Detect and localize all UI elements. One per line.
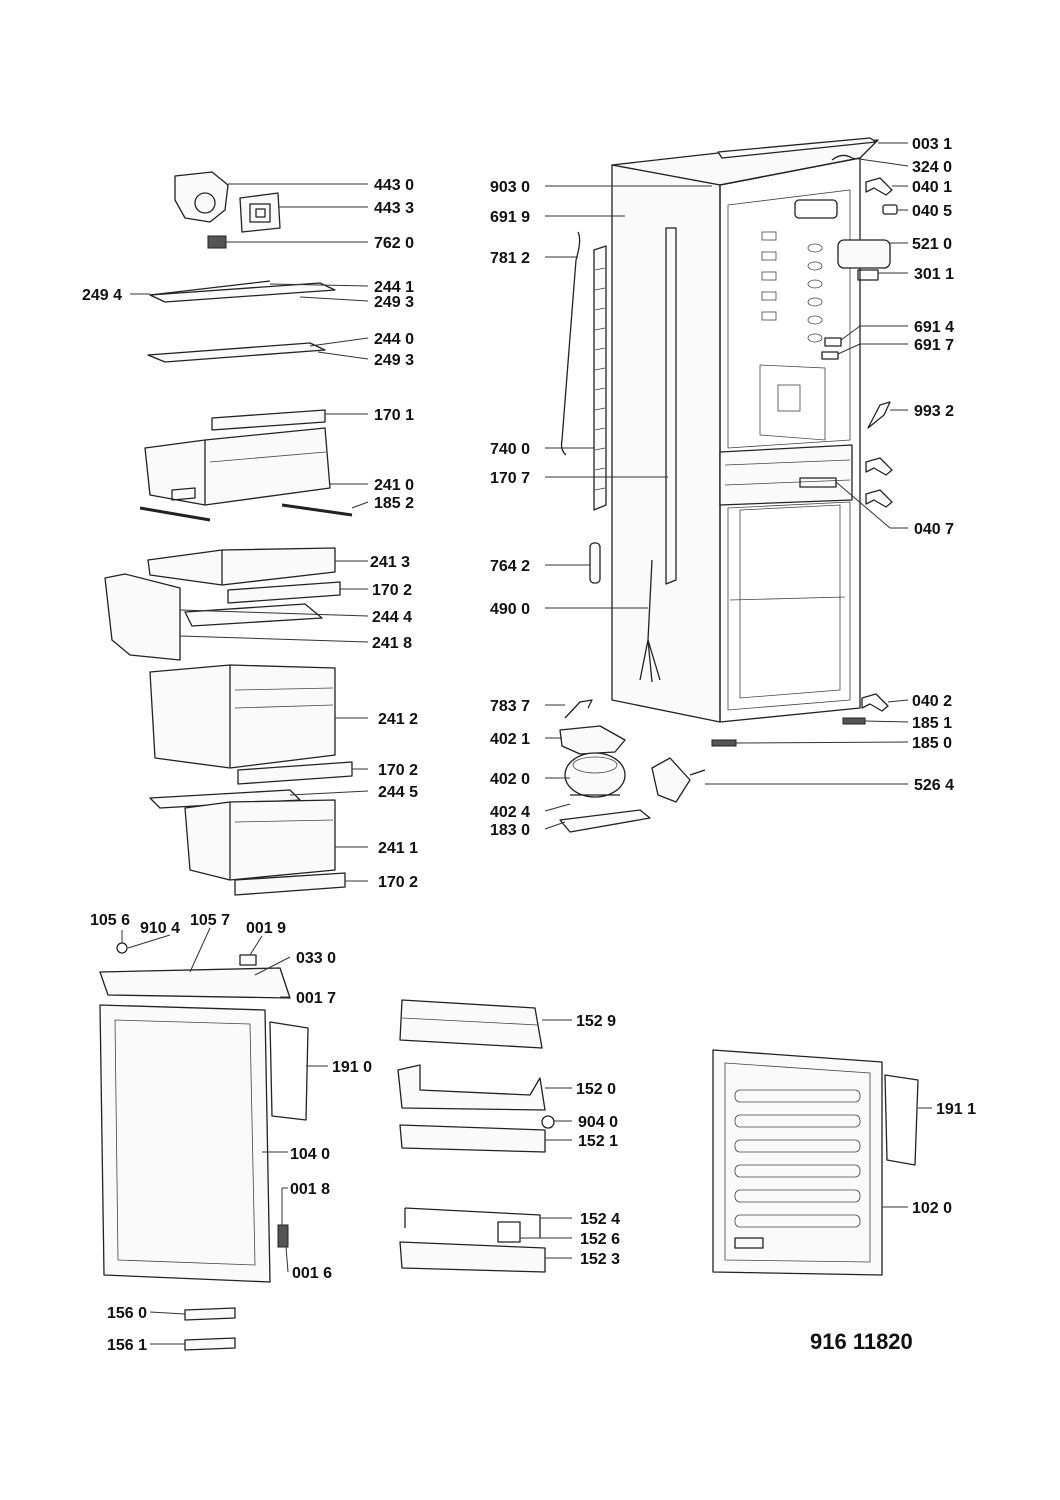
label-402-1: 402 1 <box>490 731 530 748</box>
label-170-1: 170 1 <box>374 407 414 424</box>
label-241-8: 241 8 <box>372 635 412 652</box>
label-040-7: 040 7 <box>914 521 954 538</box>
label-443-3: 443 3 <box>374 200 414 217</box>
label-170-7: 170 7 <box>490 470 530 487</box>
label-001-9: 001 9 <box>246 920 286 937</box>
label-001-6: 001 6 <box>292 1265 332 1282</box>
label-244-1: 244 1 <box>374 279 414 296</box>
label-104-0: 104 0 <box>290 1146 330 1163</box>
label-249-4: 249 4 <box>82 287 122 304</box>
label-526-4: 526 4 <box>914 777 954 794</box>
label-244-5: 244 5 <box>378 784 418 801</box>
cabinet-small-parts <box>711 137 898 747</box>
label-156-1: 156 1 <box>107 1337 147 1354</box>
glass-shelves <box>147 280 336 363</box>
label-910-4: 910 4 <box>140 920 180 937</box>
label-324-0: 324 0 <box>912 159 952 176</box>
label-033-0: 033 0 <box>296 950 336 967</box>
label-443-0: 443 0 <box>374 177 414 194</box>
label-001-8: 001 8 <box>290 1181 330 1198</box>
label-185-1: 185 1 <box>912 715 952 732</box>
label-185-0: 185 0 <box>912 735 952 752</box>
label-170-2-b: 170 2 <box>378 762 418 779</box>
label-152-6: 152 6 <box>580 1231 620 1248</box>
label-152-3: 152 3 <box>580 1251 620 1268</box>
cabinet-body <box>560 139 879 723</box>
label-185-2: 185 2 <box>374 495 414 512</box>
label-904-0: 904 0 <box>578 1114 618 1131</box>
label-740-0: 740 0 <box>490 441 530 458</box>
label-170-2-a: 170 2 <box>372 582 412 599</box>
label-241-0: 241 0 <box>374 477 414 494</box>
label-003-1: 003 1 <box>912 136 952 153</box>
label-183-0: 183 0 <box>490 822 530 839</box>
compressor-group <box>559 699 706 833</box>
label-249-3-a: 249 3 <box>374 294 414 311</box>
label-001-7: 001 7 <box>296 990 336 1007</box>
label-402-4: 402 4 <box>490 804 530 821</box>
fridge-door-group <box>99 942 309 1351</box>
diagram-code: 916 11820 <box>810 1329 913 1354</box>
leader-lines <box>121 142 932 1345</box>
label-040-1: 040 1 <box>912 179 952 196</box>
label-241-1: 241 1 <box>378 840 418 857</box>
door-balconies <box>397 999 555 1273</box>
label-152-0: 152 0 <box>576 1081 616 1098</box>
label-490-0: 490 0 <box>490 601 530 618</box>
freezer-door-group <box>712 1049 919 1276</box>
label-244-4: 244 4 <box>372 609 412 626</box>
label-301-1: 301 1 <box>914 266 954 283</box>
label-691-4: 691 4 <box>914 319 954 336</box>
label-903-0: 903 0 <box>490 179 530 196</box>
label-521-0: 521 0 <box>912 236 952 253</box>
label-691-9: 691 9 <box>490 209 530 226</box>
label-691-7: 691 7 <box>914 337 954 354</box>
label-170-2-c: 170 2 <box>378 874 418 891</box>
label-241-2: 241 2 <box>378 711 418 728</box>
label-152-9: 152 9 <box>576 1013 616 1030</box>
part-labels: 443 0 443 3 762 0 249 4 244 1 249 3 244 … <box>82 136 976 1354</box>
label-102-0: 102 0 <box>912 1200 952 1217</box>
label-764-2: 764 2 <box>490 558 530 575</box>
label-783-7: 783 7 <box>490 698 530 715</box>
label-781-2: 781 2 <box>490 250 530 267</box>
label-156-0: 156 0 <box>107 1305 147 1322</box>
label-105-6: 105 6 <box>90 912 130 929</box>
label-244-0: 244 0 <box>374 331 414 348</box>
label-249-3-b: 249 3 <box>374 352 414 369</box>
label-152-4: 152 4 <box>580 1211 620 1228</box>
fan-assembly <box>174 171 281 249</box>
label-762-0: 762 0 <box>374 235 414 252</box>
label-993-2: 993 2 <box>914 403 954 420</box>
label-152-1: 152 1 <box>578 1133 618 1150</box>
label-040-2: 040 2 <box>912 693 952 710</box>
label-191-0: 191 0 <box>332 1059 372 1076</box>
crisper-drawers <box>104 409 353 896</box>
label-040-5: 040 5 <box>912 203 952 220</box>
label-402-0: 402 0 <box>490 771 530 788</box>
label-105-7: 105 7 <box>190 912 230 929</box>
label-191-1: 191 1 <box>936 1101 976 1118</box>
label-241-3: 241 3 <box>370 554 410 571</box>
